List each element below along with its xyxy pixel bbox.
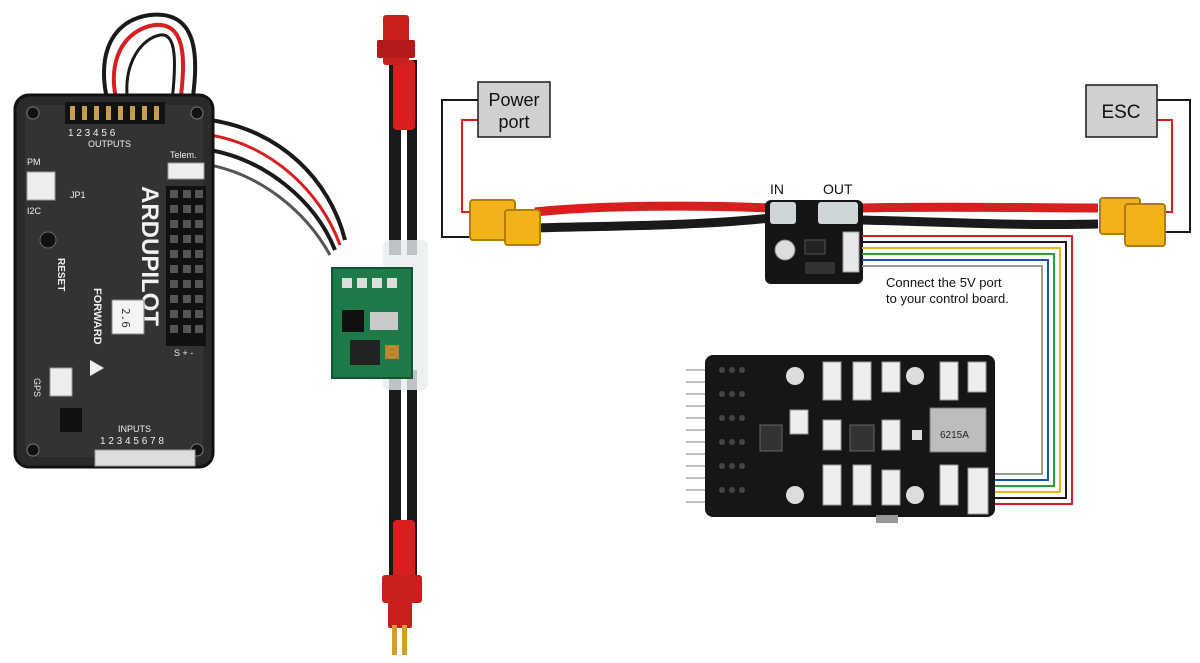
telem-label: Telem. xyxy=(170,150,197,160)
xt60-connector-right xyxy=(1099,197,1166,247)
in-label: IN xyxy=(770,181,784,197)
power-port-box xyxy=(477,81,551,138)
servo-pin-rows xyxy=(170,190,203,333)
flight-controller-board: 6215A xyxy=(686,355,995,523)
reset-label: RESET xyxy=(55,258,66,291)
forward-arrow-icon xyxy=(90,360,104,376)
xt60-connector-left xyxy=(469,199,541,246)
sd-card-slot xyxy=(929,407,987,453)
reset-button xyxy=(39,231,57,249)
pm-label: PM xyxy=(27,157,41,167)
dean-connector-cable xyxy=(331,15,428,655)
connection-note-line1: Connect the 5V port xyxy=(886,275,1002,290)
i2c-label: I2C xyxy=(27,206,42,216)
power-port-line2: port xyxy=(498,112,529,132)
power-module: IN OUT xyxy=(765,181,863,284)
pin-legend: S + - xyxy=(174,348,193,358)
power-port-line1: Power xyxy=(488,90,539,110)
esc-label: ESC xyxy=(1101,102,1140,123)
sd-chip-label: 6215A xyxy=(940,430,969,441)
out-label: OUT xyxy=(823,181,853,197)
signal-ribbon-wires xyxy=(862,235,1073,505)
version-sticker: 2.6 xyxy=(119,308,132,328)
forward-label: FORWARD xyxy=(91,288,103,345)
esc-box xyxy=(1085,84,1158,138)
power-wiring: Power port ESC xyxy=(441,81,1191,247)
output-numbers: 1 2 3 4 5 6 xyxy=(68,128,116,139)
input-numbers: 1 2 3 4 5 6 7 8 xyxy=(100,436,164,447)
outputs-label: OUTPUTS xyxy=(88,139,131,149)
jp1-label: JP1 xyxy=(70,190,86,200)
output-pin-header xyxy=(65,102,165,124)
inputs-label: INPUTS xyxy=(118,424,151,434)
apm-flight-controller: 1 2 3 4 5 6 OUTPUTS Telem. S + - PM JP1 … xyxy=(13,12,347,469)
connection-note-line2: to your control board. xyxy=(886,291,1009,306)
dean-connector-bottom xyxy=(382,575,422,603)
gps-label: GPS xyxy=(32,378,42,397)
